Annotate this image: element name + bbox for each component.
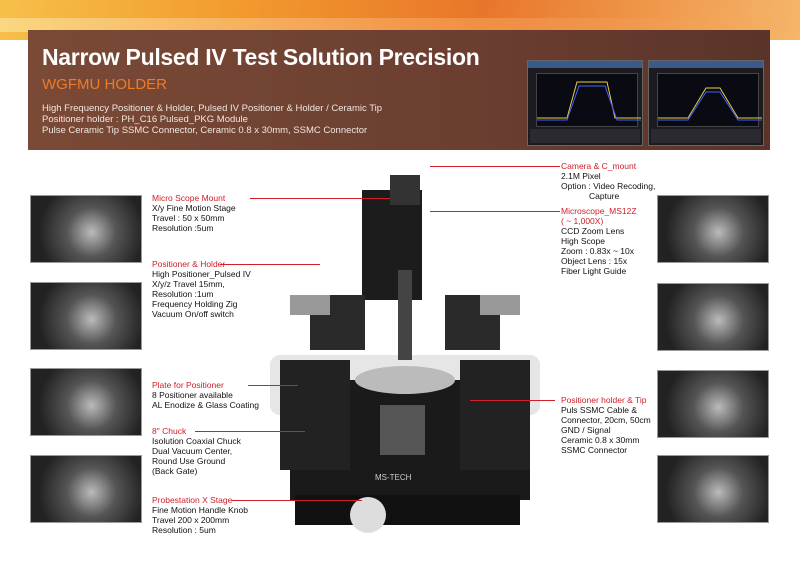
callout-line: Capture: [589, 191, 620, 201]
callout-title: 8" Chuck: [152, 426, 187, 436]
callout-line: ( ~ 1,000X): [561, 216, 604, 226]
detail-photo: [657, 195, 769, 263]
detail-photo: [30, 195, 142, 263]
callout-line: 2.1M Pixel: [561, 171, 601, 181]
pulse-screenshot-2: [648, 60, 764, 146]
callout-title: Microscope_MS12Z: [561, 206, 637, 216]
desc-line: Pulse Ceramic Tip SSMC Connector, Cerami…: [42, 125, 368, 136]
detail-photo: [657, 455, 769, 523]
detail-photo: [30, 368, 142, 436]
callout-line: Isolution Coaxial Chuck: [152, 436, 241, 446]
callout-line: Frequency Holding Zig: [152, 299, 238, 309]
callout-title: Plate for Positioner: [152, 380, 224, 390]
callout-line: Resolution :1um: [152, 289, 214, 299]
leader-line: [470, 400, 555, 401]
detail-photo: [30, 282, 142, 350]
probe-station-image: MS-TECH: [270, 175, 540, 533]
callout-line: CCD Zoom Lens: [561, 226, 625, 236]
callout-camera: Camera & C_mount 2.1M Pixel Option : Vid…: [561, 161, 655, 201]
callout-line: Zoom : 0.83x ~ 10x: [561, 246, 634, 256]
leader-line: [430, 166, 560, 167]
leader-line: [430, 211, 560, 212]
callout-line: AL Enodize & Glass Coating: [152, 400, 259, 410]
callout-line: Fiber Light Guide: [561, 266, 627, 276]
callout-line: Ceramic 0.8 x 30mm: [561, 435, 640, 445]
title-banner: [28, 30, 770, 150]
callout-line: Vacuum On/off switch: [152, 309, 234, 319]
callout-plate: Plate for Positioner 8 Positioner availa…: [152, 380, 259, 410]
callout-line: 8 Positioner available: [152, 390, 233, 400]
callout-line: GND / Signal: [561, 425, 611, 435]
callout-title: Positioner & Holder: [152, 259, 226, 269]
callout-line: Fine Motion Handle Knob: [152, 505, 248, 515]
callout-line: X/y/z Travel 15mm,: [152, 279, 225, 289]
callout-line: Resolution : 5um: [152, 525, 216, 535]
callout-line: Puls SSMC Cable &: [561, 405, 638, 415]
callout-line: X/y Fine Motion Stage: [152, 203, 236, 213]
detail-photo: [657, 283, 769, 351]
detail-photo: [657, 370, 769, 438]
leader-line: [195, 431, 305, 432]
callout-line: Option : Video Recoding,: [561, 181, 656, 191]
machine-logo: MS-TECH: [375, 473, 412, 482]
leader-line: [220, 264, 320, 265]
header-decoration-stripe: [0, 18, 800, 32]
leader-line: [250, 198, 390, 199]
pulse-screenshot-1: [527, 60, 643, 146]
callout-line: (Back Gate): [152, 466, 198, 476]
callout-line: Round Use Ground: [152, 456, 226, 466]
callout-microscope: Microscope_MS12Z ( ~ 1,000X) CCD Zoom Le…: [561, 206, 637, 276]
callout-title: Positioner holder & Tip: [561, 395, 647, 405]
page-subtitle: WGFMU HOLDER: [42, 76, 167, 93]
callout-line: Travel : 50 x 50mm: [152, 213, 225, 223]
callout-holder-tip: Positioner holder & Tip Puls SSMC Cable …: [561, 395, 651, 455]
callout-chuck: 8" Chuck Isolution Coaxial Chuck Dual Va…: [152, 426, 241, 476]
callout-line: Travel 200 x 200mm: [152, 515, 230, 525]
callout-title: Probestation X Stage: [152, 495, 233, 505]
callout-scope-mount: Micro Scope Mount X/y Fine Motion Stage …: [152, 193, 236, 233]
callout-line: High Scope: [561, 236, 605, 246]
callout-line: Resolution :5um: [152, 223, 214, 233]
callout-stage: Probestation X Stage Fine Motion Handle …: [152, 495, 248, 535]
desc-line: Positioner holder : PH_C16 Pulsed_PKG Mo…: [42, 114, 248, 125]
callout-title: Micro Scope Mount: [152, 193, 226, 203]
callout-line: Connector, 20cm, 50cm: [561, 415, 651, 425]
callout-title: Camera & C_mount: [561, 161, 637, 171]
desc-line: High Frequency Positioner & Holder, Puls…: [42, 103, 383, 114]
detail-photo: [30, 455, 142, 523]
callout-line: Object Lens : 15x: [561, 256, 628, 266]
callout-line: Dual Vacuum Center,: [152, 446, 233, 456]
leader-line: [232, 500, 362, 501]
header-description: High Frequency Positioner & Holder, Puls…: [42, 103, 382, 136]
page-title: Narrow Pulsed IV Test Solution Precision: [42, 44, 480, 70]
callout-positioner: Positioner & Holder High Positioner_Puls…: [152, 259, 251, 319]
callout-line: SSMC Connector: [561, 445, 628, 455]
callout-line: High Positioner_Pulsed IV: [152, 269, 251, 279]
leader-line: [248, 385, 298, 386]
